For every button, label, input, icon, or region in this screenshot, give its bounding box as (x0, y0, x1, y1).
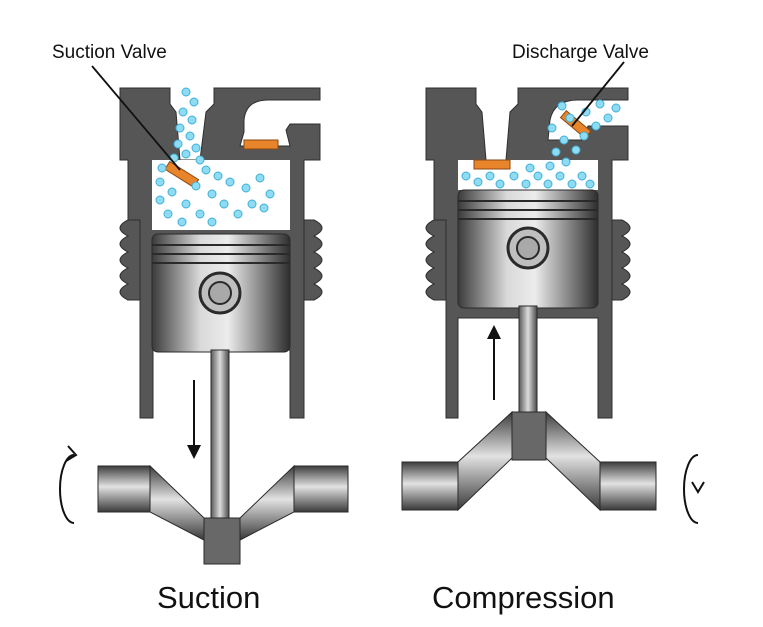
cooling-fins-right-a (425, 219, 447, 301)
crankshaft-left (97, 464, 349, 565)
suction-caption: Suction (157, 580, 260, 615)
suction-valve-leader (91, 65, 181, 171)
suction-valve-right (473, 159, 511, 170)
connecting-rod-left (210, 349, 230, 521)
gas-bubbles-right (461, 99, 621, 189)
crankshaft-right (401, 410, 657, 512)
compression-caption: Compression (432, 580, 615, 615)
rotation-arrow-icon (59, 445, 78, 524)
piston-left (151, 233, 291, 353)
piston-right (457, 189, 599, 309)
gas-bubbles-left (155, 87, 275, 227)
cooling-fins-right-b (611, 219, 631, 301)
compression-cylinder (401, 87, 657, 512)
suction-valve-label: Suction Valve (52, 42, 167, 63)
suction-cylinder (97, 87, 349, 565)
cooling-fins-left-a (119, 219, 141, 301)
rotation-arrow-icon (683, 454, 705, 524)
discharge-valve-leader (571, 61, 625, 127)
cooling-fins-left-b (303, 219, 323, 301)
discharge-valve-left (243, 139, 279, 150)
discharge-valve-label: Discharge Valve (512, 42, 649, 63)
connecting-rod-right (518, 305, 538, 413)
